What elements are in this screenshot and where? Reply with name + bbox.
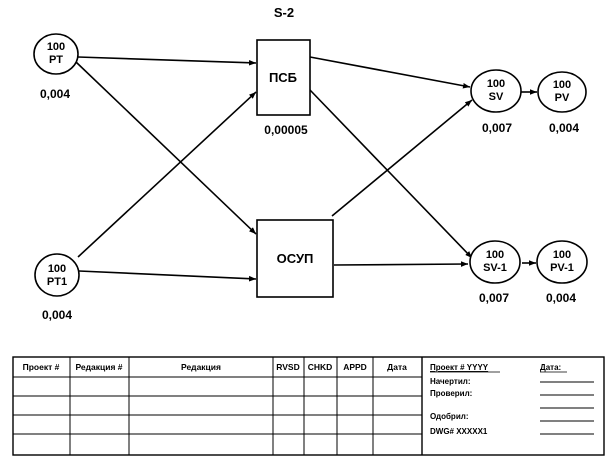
- drawn-label: Начертил:: [430, 377, 470, 386]
- box-psb-value: 0,00005: [264, 123, 308, 137]
- title-block: Проект # Редакция # Редакция RVSD CHKD A…: [12, 356, 605, 456]
- node-pt: 100 PT 0,004: [33, 33, 79, 101]
- edge-osup-sv1: [333, 261, 469, 267]
- signature-lines: [540, 381, 594, 435]
- connections: [75, 56, 537, 282]
- node-pv-line1: 100: [553, 79, 571, 91]
- node-pv-value: 0,004: [549, 121, 579, 135]
- header-revision: Редакция: [181, 362, 221, 372]
- edge-pt1-psb: [77, 91, 257, 258]
- node-pv: 100 PV 0,004: [537, 71, 587, 135]
- node-pv-line2: PV: [555, 92, 570, 104]
- project-id: Проект # YYYY: [430, 363, 489, 372]
- node-pv1-line1: 100: [553, 249, 571, 261]
- node-pt-line1: 100: [47, 41, 65, 53]
- box-osup: ОСУП: [256, 219, 334, 298]
- edge-osup-sv: [331, 99, 473, 217]
- node-sv1: 100 SV-1 0,007: [469, 240, 521, 305]
- checked-label: Проверил:: [430, 389, 472, 398]
- edge-pt1-osup: [78, 270, 257, 282]
- node-sv: 100 SV 0,007: [470, 69, 522, 135]
- node-pv1-line2: PV-1: [550, 262, 574, 274]
- node-pt-value: 0,004: [40, 87, 70, 101]
- node-sv-line1: 100: [487, 78, 505, 90]
- header-appd: APPD: [343, 362, 367, 372]
- box-psb: ПСБ 0,00005: [256, 39, 311, 137]
- header-project-num: Проект #: [23, 362, 60, 372]
- edge-psb-sv: [309, 56, 471, 89]
- node-sv-value: 0,007: [482, 121, 512, 135]
- date-label: Дата:: [540, 363, 561, 372]
- box-osup-label: ОСУП: [277, 251, 314, 266]
- header-revision-num: Редакция #: [75, 362, 122, 372]
- node-sv1-value: 0,007: [479, 291, 509, 305]
- node-pv1-value: 0,004: [546, 291, 576, 305]
- node-sv1-line2: SV-1: [483, 262, 507, 274]
- node-pv1: 100 PV-1 0,004: [536, 240, 588, 305]
- revision-table: [13, 357, 423, 455]
- edge-pt-osup: [75, 61, 257, 235]
- node-sv-line2: SV: [489, 91, 504, 103]
- dwg-number: DWG# XXXXX1: [430, 427, 488, 436]
- node-pt1-line1: 100: [48, 263, 66, 275]
- node-sv1-line1: 100: [486, 249, 504, 261]
- node-pt-line2: PT: [49, 54, 63, 66]
- node-pt1: 100 PT1 0,004: [34, 253, 80, 322]
- node-pt1-value: 0,004: [42, 308, 72, 322]
- diagram-title: S-2: [274, 5, 294, 20]
- header-chkd: CHKD: [308, 362, 333, 372]
- edge-psb-sv1: [309, 89, 473, 259]
- box-psb-label: ПСБ: [269, 70, 297, 85]
- header-date: Дата: [387, 362, 407, 372]
- header-rvsd: RVSD: [276, 362, 299, 372]
- edge-pt-psb: [77, 56, 257, 66]
- node-pt1-line2: PT1: [47, 276, 67, 288]
- approved-label: Одобрил:: [430, 412, 468, 421]
